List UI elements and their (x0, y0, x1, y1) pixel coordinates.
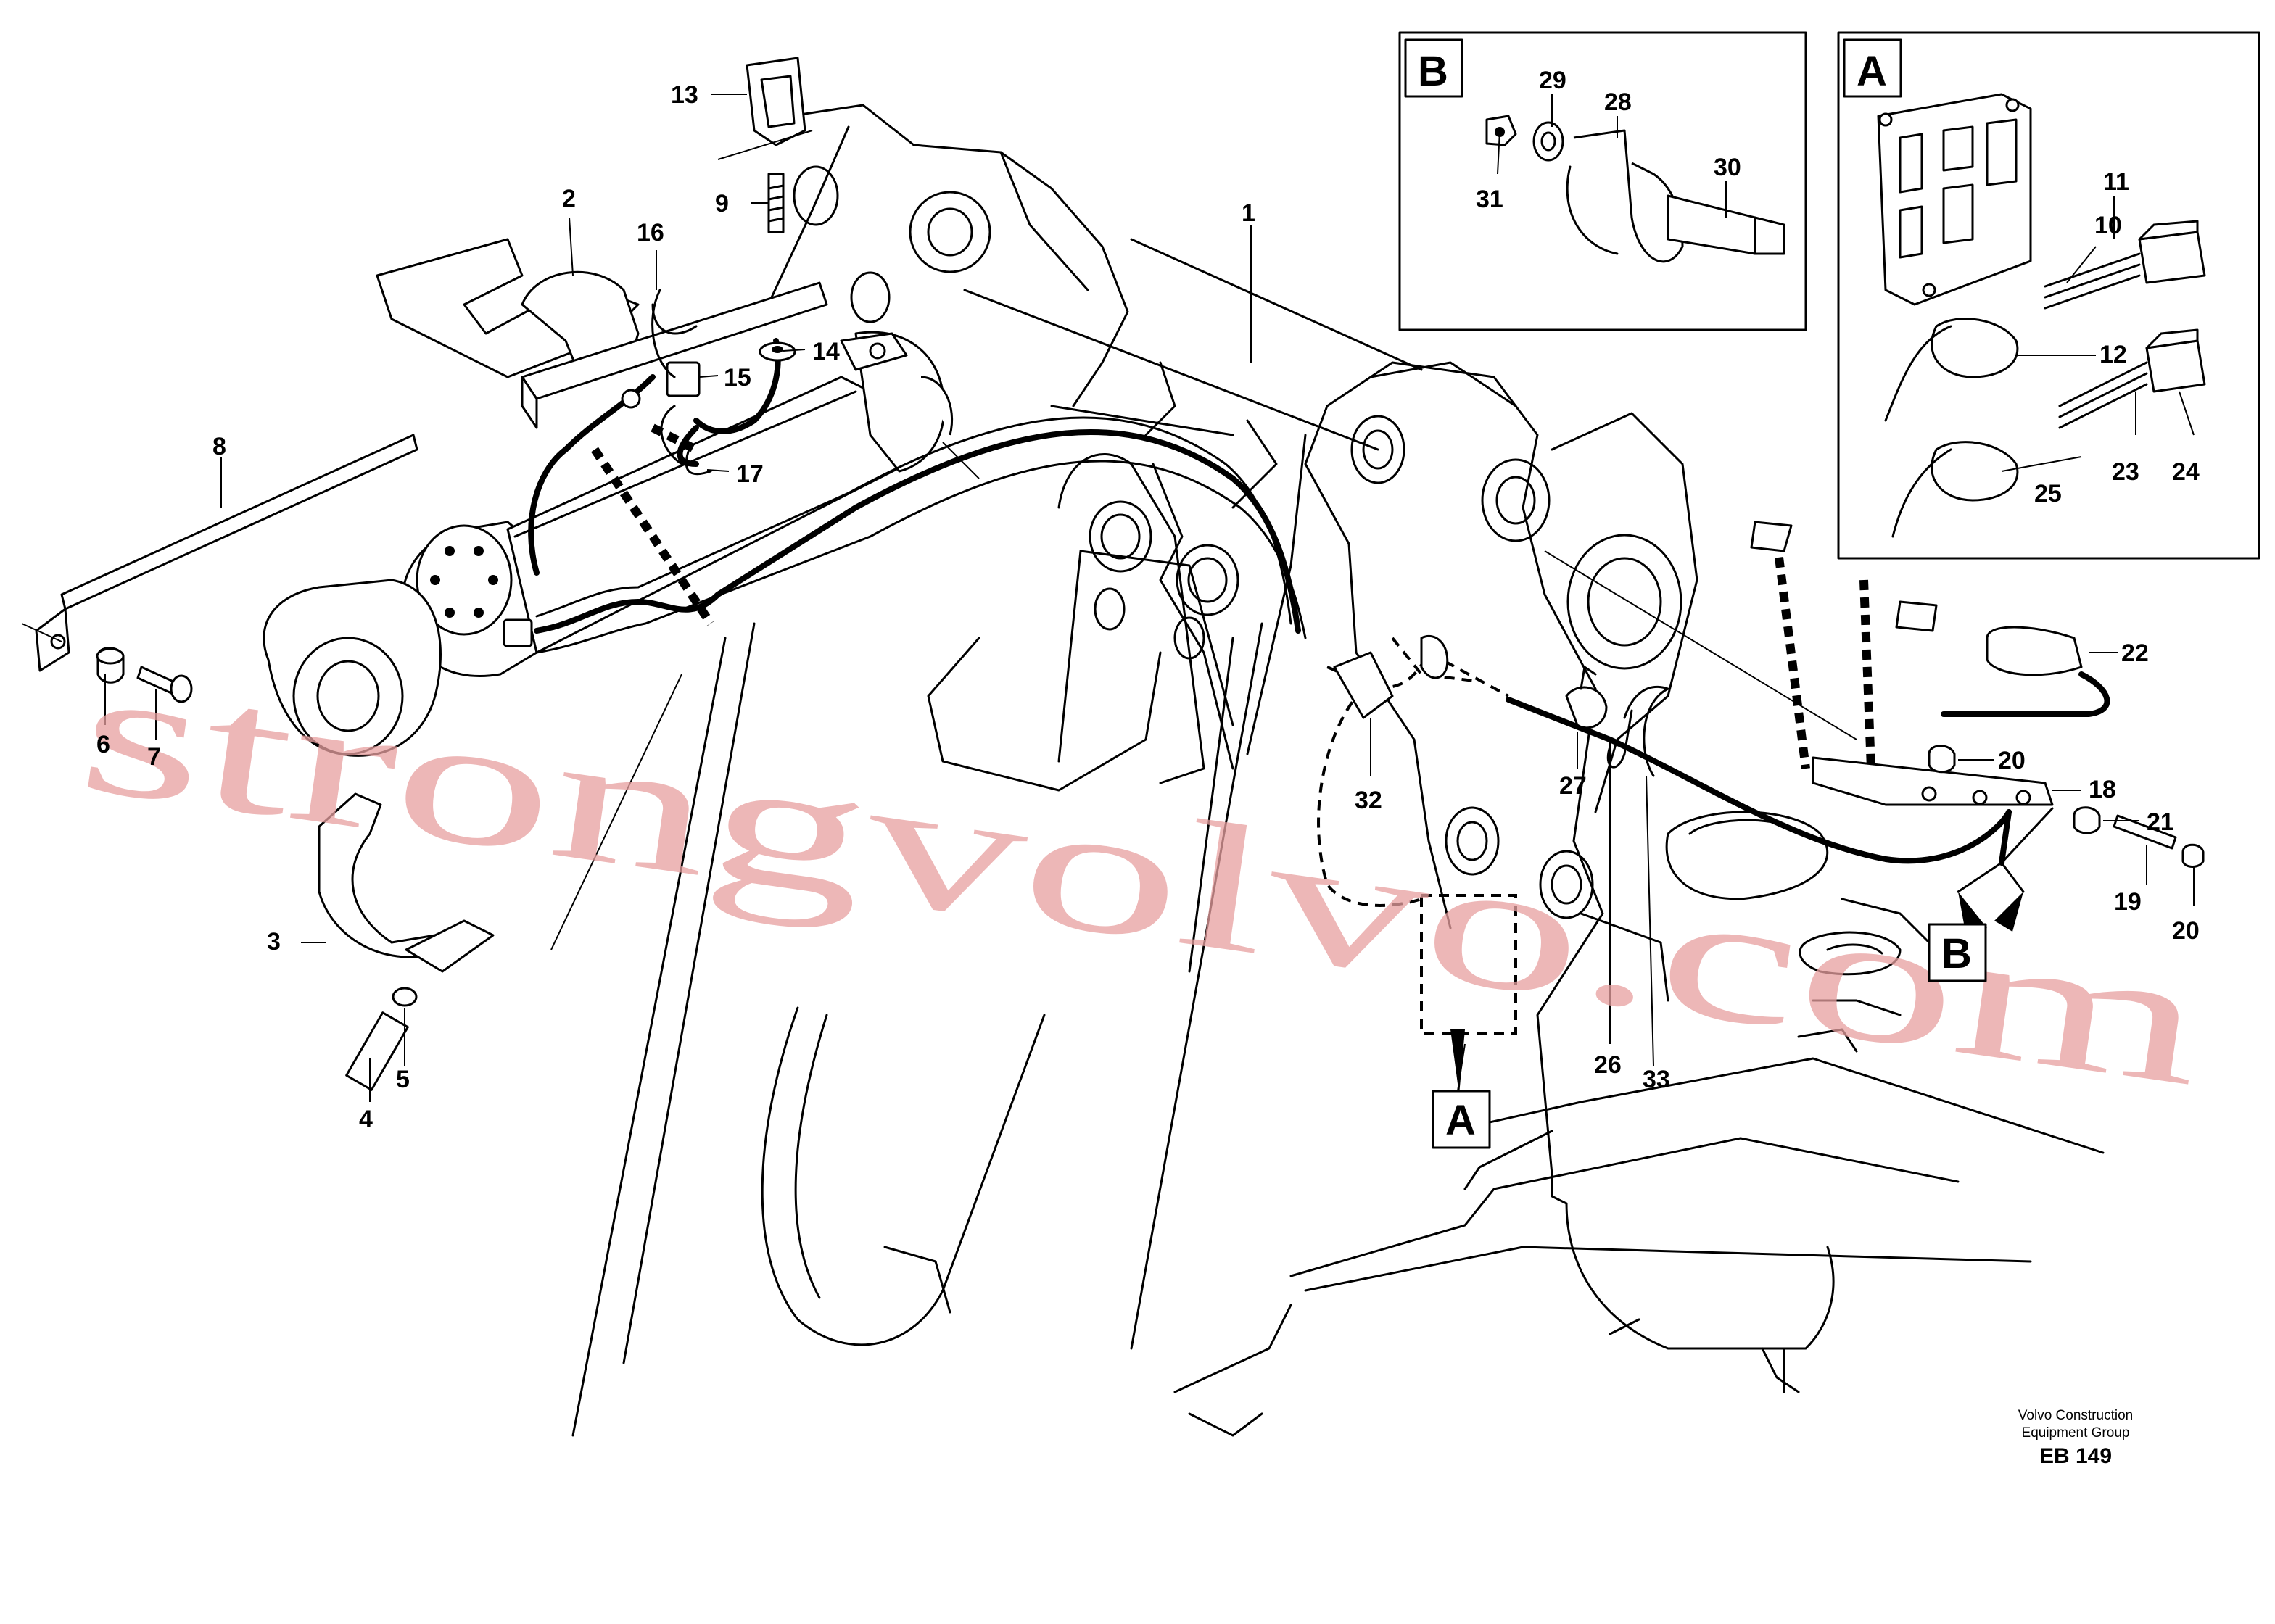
callout-18: 18 (2089, 776, 2116, 803)
callout-27: 27 (1559, 772, 1587, 800)
callout-7: 7 (147, 743, 161, 771)
small-parts (35, 57, 2205, 1091)
callout-6: 6 (96, 731, 110, 758)
callout-5: 5 (396, 1066, 410, 1093)
callout-8: 8 (212, 433, 226, 460)
callout-9: 9 (715, 190, 729, 218)
callout-13: 13 (671, 81, 698, 109)
footer-drawing-code: EB 149 (2039, 1444, 2112, 1468)
detail-tag-a-ref: A (1445, 1097, 1476, 1144)
detail-box-a (1837, 31, 2260, 560)
callout-2: 2 (562, 185, 576, 212)
callout-32: 32 (1355, 787, 1382, 814)
detail-tag-b-box: B (1418, 48, 1448, 95)
callout-28: 28 (1604, 88, 1632, 116)
leader-lines (21, 94, 2195, 1102)
detail-box-b (1398, 31, 1807, 331)
lift-arm-frame (571, 104, 2105, 1437)
callout-12: 12 (2099, 341, 2127, 368)
callout-30: 30 (1714, 154, 1741, 181)
callout-23: 23 (2112, 458, 2139, 486)
callout-33: 33 (1643, 1066, 1670, 1093)
detail-tag-b-ref: B (1941, 930, 1972, 977)
callout-numbers: 1 2 3 4 5 6 7 8 9 10 11 12 13 14 15 16 1… (96, 67, 2200, 1133)
callout-25: 25 (2034, 480, 2062, 508)
callout-26: 26 (1594, 1051, 1622, 1079)
callout-15: 15 (724, 364, 751, 392)
callout-4: 4 (359, 1106, 373, 1133)
callout-19: 19 (2114, 888, 2142, 916)
callout-20-lower: 20 (2172, 917, 2200, 945)
callout-24: 24 (2172, 458, 2200, 486)
callout-22: 22 (2121, 639, 2149, 667)
footer-company-line2: Equipment Group (2022, 1425, 2130, 1441)
callout-20-upper: 20 (1998, 747, 2026, 774)
callout-3: 3 (267, 928, 281, 956)
callout-10: 10 (2094, 212, 2122, 239)
cylinder-assembly (263, 331, 954, 757)
callout-14: 14 (812, 338, 840, 365)
footer-company-line1: Volvo Construction (2018, 1408, 2133, 1423)
callout-31: 31 (1476, 186, 1503, 213)
callout-17: 17 (736, 460, 764, 488)
callout-11: 11 (2103, 168, 2129, 196)
callout-21: 21 (2147, 808, 2174, 836)
detail-tag-a-box: A (1857, 48, 1887, 95)
callout-29: 29 (1539, 67, 1566, 94)
callout-16: 16 (637, 219, 664, 246)
callout-1: 1 (1242, 199, 1255, 227)
